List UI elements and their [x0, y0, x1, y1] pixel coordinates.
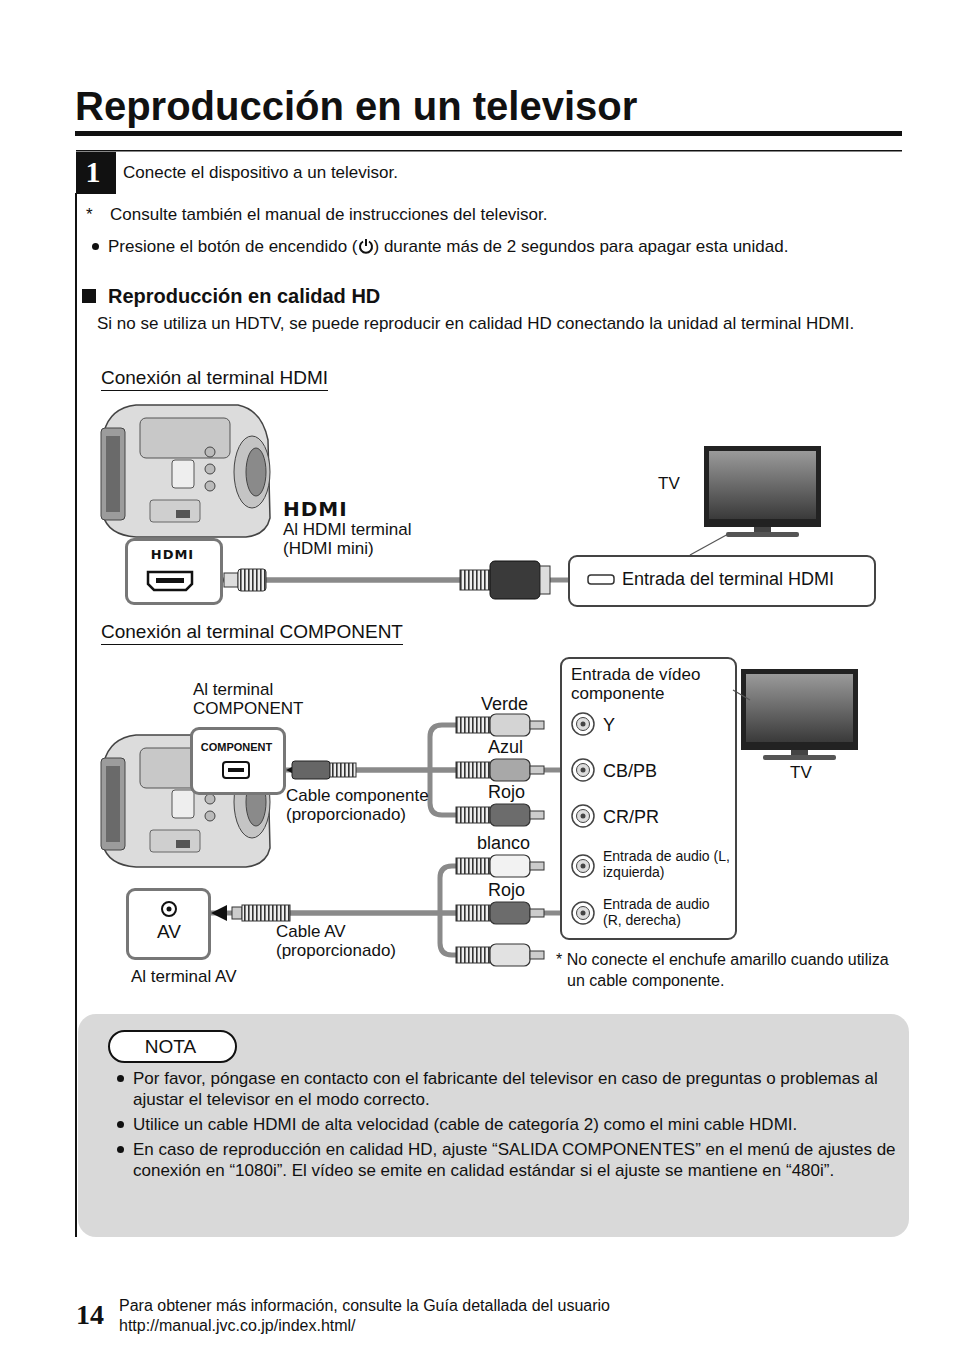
plug-color: Rojo [488, 782, 525, 804]
component-port [223, 762, 249, 778]
node-text: Entrada del terminal HDMI [622, 569, 834, 591]
plug-color: Azul [488, 737, 523, 759]
plug-color: Rojo [488, 880, 525, 902]
step-rule [76, 150, 902, 152]
cable-label: Cable AV (proporcionado) [276, 922, 426, 960]
rca-plug [456, 944, 544, 966]
hdmi-terminal-inset: HDMI [125, 538, 223, 605]
warning-note: * No conecte el enchufe amarillo cuando … [556, 950, 897, 992]
inset-ground [191, 728, 282, 794]
rca-plug [456, 902, 544, 924]
note-panel: Por favor, póngase en contacto con el fa… [78, 1014, 909, 1237]
footer-text: Para obtener más información, consulte l… [119, 1296, 610, 1315]
terminal-label: Al HDMI terminal (HDMI mini) [283, 520, 443, 558]
rca-plug [456, 804, 544, 826]
rca-jack [572, 902, 594, 924]
node-text: CB/PB [603, 761, 657, 783]
av-terminal-inset: AV [126, 888, 211, 960]
component-terminal-inset: COMPONENT [190, 727, 286, 795]
page-number: 14 [76, 1298, 104, 1332]
tv-set [704, 446, 821, 537]
rca-plug [456, 759, 544, 781]
node-text: CR/PR [603, 807, 659, 829]
power-icon [358, 238, 374, 254]
plug-color: blanco [477, 833, 530, 855]
subsection-heading: Conexión al terminal COMPONENT [101, 621, 403, 645]
component-input-box: Entrada de vídeo componenteY CB/PB CR/PR En… [560, 657, 737, 940]
hdmi-mini-plug [224, 569, 266, 591]
hdmi-port [148, 572, 192, 590]
plug-color: Verde [481, 694, 528, 716]
camcorder [101, 405, 270, 537]
node-text: Utilice un cable HDMI de alta velocidad … [133, 1114, 903, 1135]
inset-ground [127, 889, 210, 959]
node-text: Entrada de audio (R, derecha) [603, 897, 731, 928]
tv-set [741, 669, 858, 760]
node-text: 1 [76, 154, 110, 190]
hdmi-input-icon [588, 575, 614, 584]
section-heading: Reproducción en calidad HD [108, 284, 380, 308]
note-mark: * [86, 205, 93, 225]
subsection-heading: Conexión al terminal HDMI [101, 367, 328, 391]
av-jack [162, 902, 176, 916]
rca-plug [456, 855, 544, 877]
instruction-paragraph: Presione el botón de encendido ( ) durant… [108, 236, 898, 257]
node-text: AV [157, 921, 181, 944]
note-text: Consulte también el manual de instruccio… [110, 205, 548, 225]
leader-line [690, 533, 730, 555]
title-rule [75, 131, 902, 136]
node-text: Entrada de vídeo componente [571, 665, 731, 703]
rca-jack [572, 805, 594, 827]
rca-jack [572, 855, 594, 877]
heading-square [82, 289, 96, 303]
instruction-text: Conecte el dispositivo a un televisor. [123, 163, 398, 183]
rca-jack [572, 759, 594, 781]
node-text: NOTA [110, 1036, 231, 1059]
instruction-text: ) durante más de 2 segundos para apagar … [374, 237, 789, 256]
instruction-text: Presione el botón de encendido ( [108, 237, 358, 256]
node-text: Entrada de audio (L, izquierda) [603, 849, 731, 880]
component-plug [292, 761, 356, 779]
tv-hdmi-input-box: Entrada del terminal HDMI [568, 555, 876, 607]
av-plug [232, 905, 290, 921]
terminal-label: Al terminal COMPONENT [193, 680, 333, 718]
node-text: En caso de reproducción en calidad HD, a… [133, 1139, 903, 1181]
node-text: HDMI [128, 547, 217, 563]
cable-label: Cable componente (proporcionado) [286, 786, 436, 824]
hdmi-plug [460, 561, 550, 599]
footer-url: http://manual.jvc.co.jp/index.html/ [119, 1316, 356, 1335]
note-badge: NOTA [108, 1030, 237, 1063]
inset-ground [126, 539, 219, 604]
terminal-label: Al terminal AV [131, 967, 237, 987]
node-text: Por favor, póngase en contacto con el fa… [133, 1068, 903, 1110]
body-text: Si no se utiliza un HDTV, se puede repro… [97, 311, 897, 336]
rca-plug [456, 714, 544, 736]
node-text: COMPONENT [193, 741, 280, 754]
node-text: Y [603, 715, 615, 737]
side-rule [75, 193, 77, 1237]
rca-jack [572, 713, 594, 735]
step-number-box: 1 [76, 152, 116, 194]
tv-label: TV [790, 763, 812, 783]
page-title: Reproducción en un televisor [75, 82, 637, 130]
tv-label: TV [658, 474, 680, 494]
hdmi-logo: HDMI [283, 497, 348, 521]
